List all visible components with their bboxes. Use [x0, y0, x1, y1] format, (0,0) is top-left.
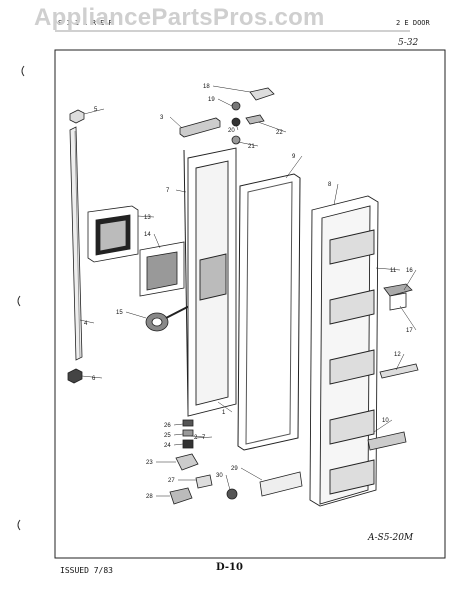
callout-19: 19 [208, 97, 215, 103]
callout-28: 28 [146, 494, 153, 500]
callout-22: 22 [276, 130, 283, 136]
callout-3: 3 [160, 115, 164, 121]
part-12-shelf-bar [379, 363, 419, 379]
drawing-code: A-S5-20M [368, 533, 414, 543]
part-1-door-frame [187, 147, 237, 417]
callout-24: 24 [164, 443, 171, 449]
part-13-bin [87, 205, 139, 263]
callout-26: 26 [164, 423, 171, 429]
callout-11: 11 [390, 268, 397, 274]
callout-leader-22 [257, 121, 287, 133]
callout-leader-30 [225, 474, 231, 491]
callout-7: 7 [202, 435, 206, 441]
part-14-panel [139, 241, 185, 297]
callout-leader-15 [125, 311, 147, 319]
callout-layer: 1234567789101112131415161718192021222324… [79, 84, 417, 500]
callout-leader-6 [81, 375, 103, 379]
callout-leader-3 [169, 116, 183, 129]
callout-29: 29 [231, 466, 238, 472]
punch-marks [17, 65, 25, 531]
callout-16: 16 [406, 268, 413, 274]
callout-leader-5 [83, 108, 105, 115]
callout-14: 14 [144, 232, 151, 238]
callout-leader-2 [190, 435, 205, 438]
callout-8: 8 [328, 182, 332, 188]
issued-date: ISSUED 7/83 [60, 566, 113, 575]
callout-5: 5 [94, 107, 98, 113]
part-15-knob [145, 297, 206, 332]
part-5-bracket [69, 109, 85, 124]
part-10-rail [367, 431, 407, 451]
callout-leader-7 [195, 436, 213, 439]
part-27-bracket [195, 474, 213, 489]
part-23-lower-hinge [175, 453, 199, 471]
part-29-handle [259, 471, 303, 497]
callout-20: 20 [228, 128, 235, 134]
part-4-strip [69, 126, 83, 361]
callout-leader-10 [373, 419, 393, 433]
callout-leader-18 [212, 85, 251, 93]
callout-12: 12 [394, 352, 401, 358]
callout-7: 7 [166, 188, 170, 194]
callout-leader-11 [375, 267, 401, 271]
part-7-rod [183, 149, 189, 411]
callout-leader-8 [333, 183, 339, 206]
callout-leader-7 [175, 189, 187, 193]
callout-9: 9 [292, 154, 296, 160]
callout-leader-19 [217, 98, 233, 107]
part-16-dispenser [383, 283, 413, 311]
callout-27: 27 [168, 478, 175, 484]
parts-24-26-hinge-stack [182, 419, 194, 449]
callout-6: 6 [92, 376, 96, 382]
part-9-gasket [237, 173, 301, 451]
callout-leader-14 [153, 233, 161, 249]
callout-10: 10 [382, 418, 389, 424]
callout-leader-4 [79, 319, 95, 324]
part-3-hinge [179, 117, 221, 138]
callout-23: 23 [146, 460, 153, 466]
callout-1: 1 [222, 410, 226, 416]
callout-15: 15 [116, 310, 123, 316]
callout-leader-16 [403, 269, 417, 291]
callout-leader-26 [173, 423, 184, 426]
callout-leader-21 [237, 141, 259, 147]
callout-30: 30 [216, 473, 223, 479]
part-8-door-liner [309, 195, 379, 507]
callout-leader-25 [173, 433, 184, 436]
callout-leader-9 [285, 155, 303, 179]
callout-leader-13 [137, 215, 155, 218]
header-right-text: 2 E DOOR [396, 19, 430, 27]
callout-leader-12 [395, 353, 405, 371]
callout-leader-24 [173, 443, 184, 446]
header-left-text: S 1 I 1 R E R [58, 19, 113, 27]
callout-13: 13 [144, 215, 151, 221]
callout-leader-17 [399, 305, 417, 331]
part-30-cap [226, 488, 238, 500]
callout-21: 21 [248, 144, 255, 150]
callout-18: 18 [203, 84, 210, 90]
callout-25: 25 [164, 433, 171, 439]
watermark: AppliancePartsPros.com [34, 4, 325, 31]
parts-18-22-upper-hinge [231, 87, 275, 145]
callout-leader-1 [217, 401, 233, 413]
part-6-bracket [67, 368, 83, 384]
callout-4: 4 [84, 321, 88, 327]
page-note: 5-32 [398, 38, 419, 48]
callout-17: 17 [406, 328, 413, 334]
callout-leader-29 [240, 467, 263, 481]
page-code: D-10 [216, 562, 243, 573]
part-28-bracket [169, 487, 193, 505]
diagram-frame [54, 49, 446, 559]
callout-leader-20 [235, 123, 239, 131]
